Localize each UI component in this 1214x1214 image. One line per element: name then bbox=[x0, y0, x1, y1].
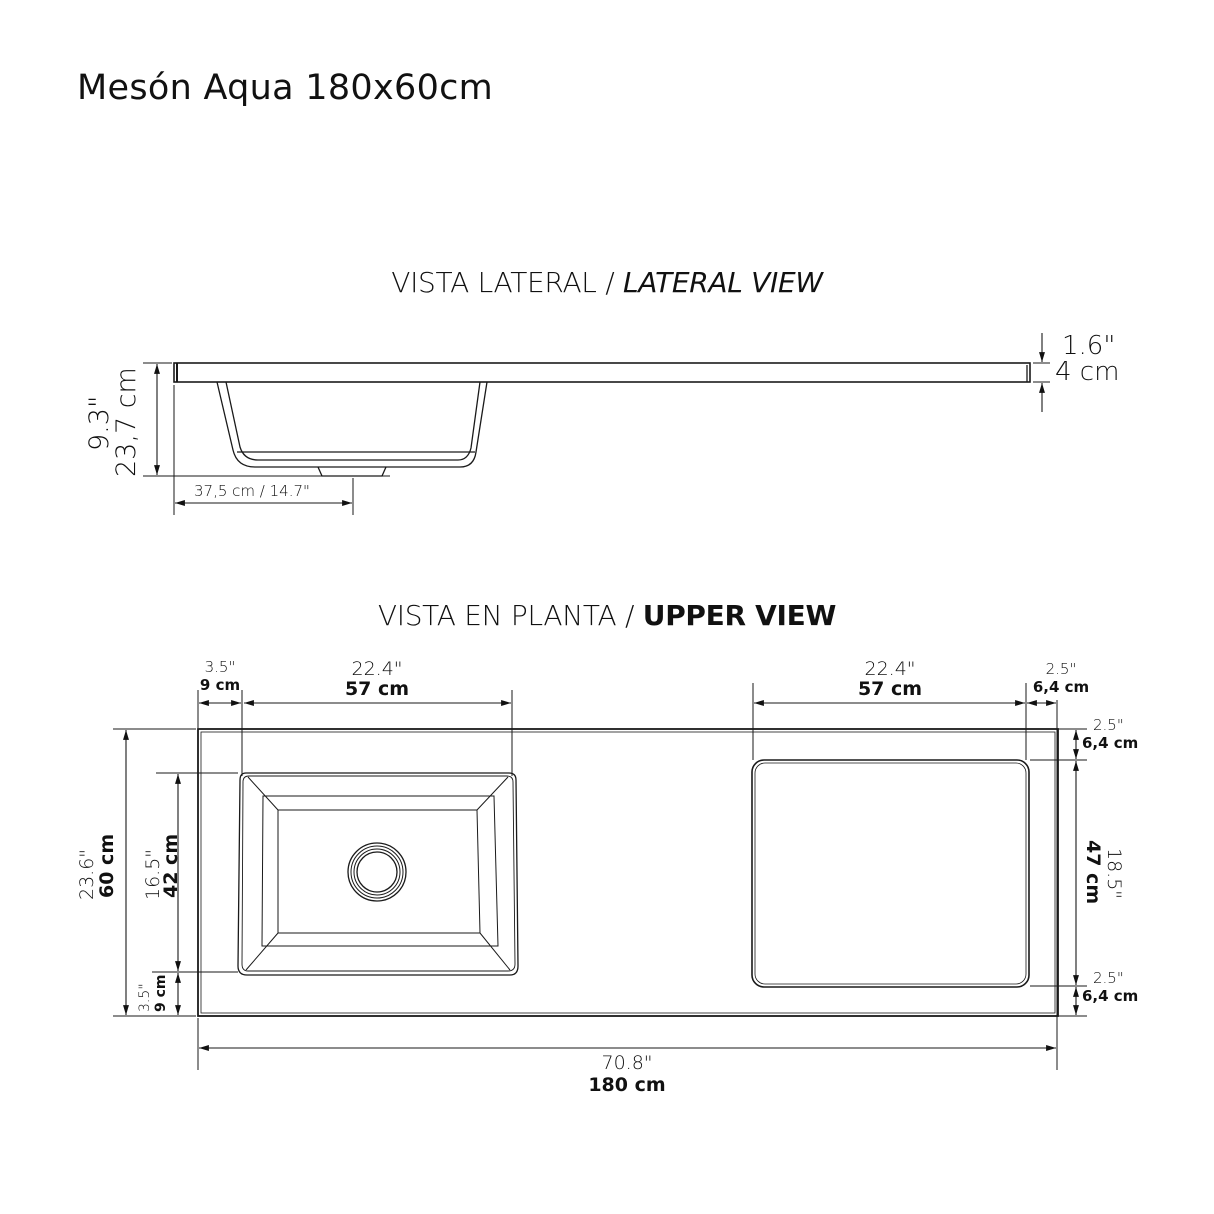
lateral-countertop-profile bbox=[173, 362, 1031, 383]
depth-in: 23.6" bbox=[76, 848, 98, 900]
left-margin-cm: 9 cm bbox=[199, 676, 241, 694]
upper-drainer-area bbox=[751, 759, 1030, 988]
front-margin-cm: 9 cm bbox=[153, 974, 169, 1012]
sink-width-in: 22.4" bbox=[351, 658, 403, 680]
drainer-top-margin-in: 2.5" bbox=[1093, 716, 1124, 734]
lateral-thickness-cm: 4 cm bbox=[1055, 357, 1120, 387]
right-margin-in: 2.5" bbox=[1045, 660, 1077, 678]
total-length-cm: 180 cm bbox=[588, 1074, 666, 1096]
lateral-view-heading-es: VISTA LATERAL / bbox=[391, 266, 615, 299]
lateral-height-in: 9.3" bbox=[84, 395, 115, 451]
depth-cm: 60 cm bbox=[96, 833, 118, 898]
lateral-height-cm: 23,7 cm bbox=[111, 367, 142, 477]
drainer-bottom-margin-cm: 6,4 cm bbox=[1082, 987, 1139, 1005]
drainer-width-in: 22.4" bbox=[864, 658, 916, 680]
sink-width-cm: 57 cm bbox=[344, 678, 410, 700]
upper-view-heading: VISTA EN PLANTA / UPPER VIEW bbox=[0, 599, 1214, 632]
drainer-bottom-margin-in: 2.5" bbox=[1093, 969, 1124, 987]
drainer-depth-cm: 47 cm bbox=[1082, 840, 1104, 905]
lateral-view-heading: VISTA LATERAL / LATERAL VIEW bbox=[0, 266, 1214, 299]
lateral-thickness-in: 1.6" bbox=[1062, 331, 1116, 361]
upper-sink-bowl bbox=[237, 772, 519, 976]
sink-depth-cm: 42 cm bbox=[160, 833, 182, 898]
left-margin-in: 3.5" bbox=[204, 658, 236, 676]
right-margin-cm: 6,4 cm bbox=[1032, 678, 1090, 696]
lateral-view-heading-en: LATERAL VIEW bbox=[622, 266, 823, 299]
total-length-in: 70.8" bbox=[601, 1052, 653, 1074]
page-title: Mesón Aqua 180x60cm bbox=[77, 68, 494, 108]
front-margin-in: 3.5" bbox=[137, 983, 153, 1012]
lateral-sink-bowl bbox=[216, 381, 488, 477]
upper-countertop-outline bbox=[197, 728, 1059, 1017]
upper-view-heading-en: UPPER VIEW bbox=[642, 599, 837, 632]
lateral-sink-offset: 37,5 cm / 14.7" bbox=[194, 482, 310, 500]
upper-view-heading-es: VISTA EN PLANTA / bbox=[377, 599, 635, 632]
drainer-depth-in: 18.5" bbox=[1103, 848, 1125, 900]
drain-icon bbox=[347, 842, 407, 902]
drainer-top-margin-cm: 6,4 cm bbox=[1082, 734, 1139, 752]
drainer-width-cm: 57 cm bbox=[857, 678, 923, 700]
